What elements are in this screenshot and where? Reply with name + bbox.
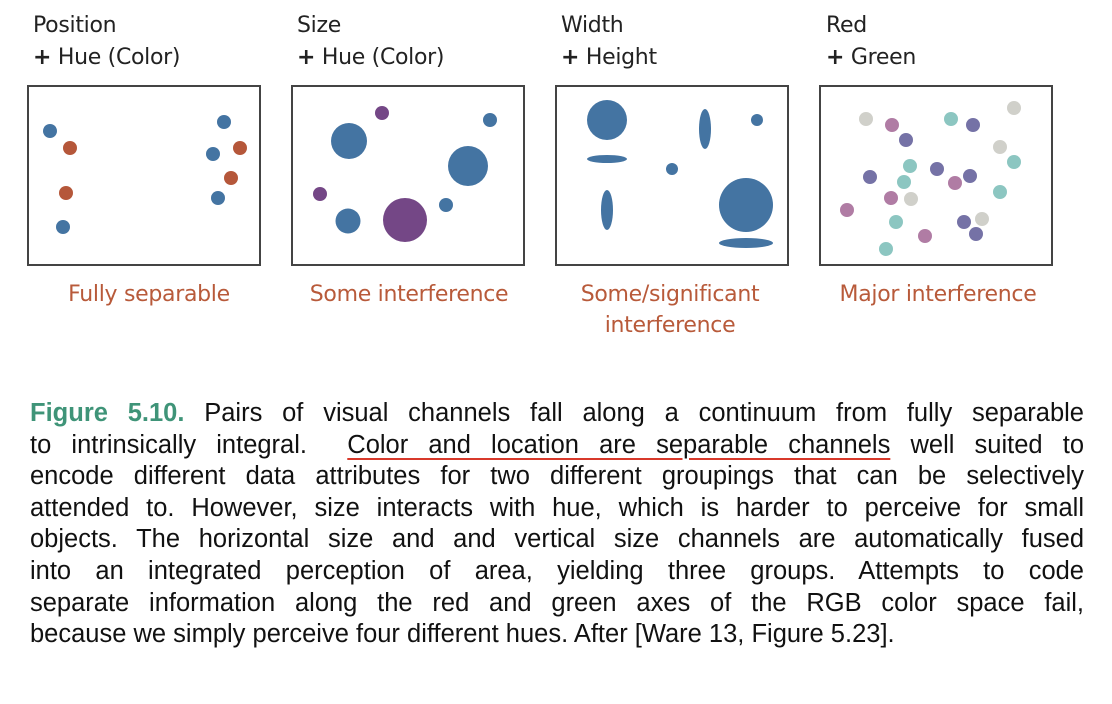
panel-3-label-line-1: Some/significant: [580, 282, 760, 307]
panel-2-title: Size: [297, 13, 341, 38]
dot: [948, 176, 962, 190]
dot: [448, 146, 488, 186]
panel-2-frame: [291, 85, 525, 266]
dot: [217, 115, 231, 129]
plus-sign: +: [561, 45, 580, 70]
dot: [918, 229, 932, 243]
panel-4-title: Red: [826, 13, 867, 38]
dot: [889, 215, 903, 229]
dot: [206, 147, 220, 161]
panel-1-dots: [43, 115, 247, 234]
dot: [483, 113, 497, 127]
panel-4-label: Major interference: [839, 282, 1037, 307]
panel-4-header: Red + Green: [826, 10, 916, 74]
dot: [587, 100, 627, 140]
dot: [966, 118, 980, 132]
dot: [383, 198, 427, 242]
dot: [666, 163, 678, 175]
dot: [313, 187, 327, 201]
panel-1-header: Position + Hue (Color): [33, 10, 180, 74]
caption-line: because we simply perceive four differen…: [30, 620, 895, 649]
dot: [957, 215, 971, 229]
dot: [899, 133, 913, 147]
panel-2-header: Size + Hue (Color): [297, 10, 444, 74]
dot: [719, 178, 773, 232]
dot: [885, 118, 899, 132]
ellipse: [719, 238, 773, 248]
caption-line: attended to. However, size interacts wit…: [30, 493, 1084, 522]
figure-caption: Figure 5.10. Pairs of visual channels fa…: [30, 398, 1084, 651]
dot: [59, 186, 73, 200]
caption-line: encode different data attributes for two…: [30, 462, 1084, 491]
ellipse: [587, 155, 627, 163]
caption-text: Pairs of visual channels fall along a co…: [184, 399, 1084, 427]
panels-graphic: [27, 85, 1053, 266]
dot: [751, 114, 763, 126]
dot: [963, 169, 977, 183]
panel-4-subtitle: Green: [850, 45, 916, 70]
panel-1-frame: [27, 85, 261, 266]
panel-3-frame: [555, 85, 789, 266]
dot: [930, 162, 944, 176]
dot: [1007, 155, 1021, 169]
caption-line: Figure 5.10. Pairs of visual channels fa…: [30, 398, 1084, 430]
panel-2-label: Some interference: [309, 282, 509, 307]
panel-3-shapes: [587, 100, 773, 248]
dot: [863, 170, 877, 184]
highlighted-phrase: Color and location are separable channel…: [347, 430, 891, 459]
dot: [993, 140, 1007, 154]
dot: [43, 124, 57, 138]
caption-text: to intrinsically integral.: [30, 430, 307, 459]
dot: [224, 171, 238, 185]
dot: [1007, 101, 1021, 115]
caption-line: to intrinsically integral. Color and loc…: [30, 430, 1084, 462]
panel-4-frame: [819, 85, 1053, 266]
dot: [840, 203, 854, 217]
plus-sign: +: [297, 45, 316, 70]
dot: [331, 123, 367, 159]
panel-3-title: Width: [561, 13, 624, 38]
dot: [56, 220, 70, 234]
caption-text: well suited to: [890, 430, 1085, 459]
dot: [944, 112, 958, 126]
caption-line: into an integrated perception of area, y…: [30, 556, 1084, 585]
panel-1-label: Fully separable: [68, 282, 230, 307]
plus-sign: +: [33, 45, 52, 70]
dot: [439, 198, 453, 212]
ellipse: [601, 190, 613, 230]
caption-line: objects. The horizontal size and and ver…: [30, 525, 1084, 554]
dot: [884, 191, 898, 205]
panel-3-header: Width + Height: [561, 10, 657, 74]
dot: [904, 192, 918, 206]
dot: [903, 159, 917, 173]
panel-3-subtitle: Height: [585, 45, 657, 70]
dot: [859, 112, 873, 126]
dot: [969, 227, 983, 241]
panel-1-title: Position: [33, 13, 117, 38]
dot: [993, 185, 1007, 199]
dot: [233, 141, 247, 155]
panel-1-subtitle: Hue (Color): [57, 45, 181, 70]
dot: [879, 242, 893, 256]
dot: [211, 191, 225, 205]
panel-3-label: Some/significant interference: [540, 279, 800, 341]
ellipse: [699, 109, 711, 149]
dot: [375, 106, 389, 120]
plus-sign: +: [826, 45, 845, 70]
dot: [335, 208, 361, 234]
panel-2-dots: [313, 106, 497, 242]
panel-3-label-line-2: interference: [604, 313, 736, 338]
dot: [975, 212, 989, 226]
panel-2-subtitle: Hue (Color): [321, 45, 445, 70]
dot: [897, 175, 911, 189]
panel-4-dots: [840, 101, 1021, 256]
figure-number: Figure 5.10.: [30, 399, 185, 427]
dot: [63, 141, 77, 155]
caption-line: separate information along the red and g…: [30, 588, 1084, 617]
